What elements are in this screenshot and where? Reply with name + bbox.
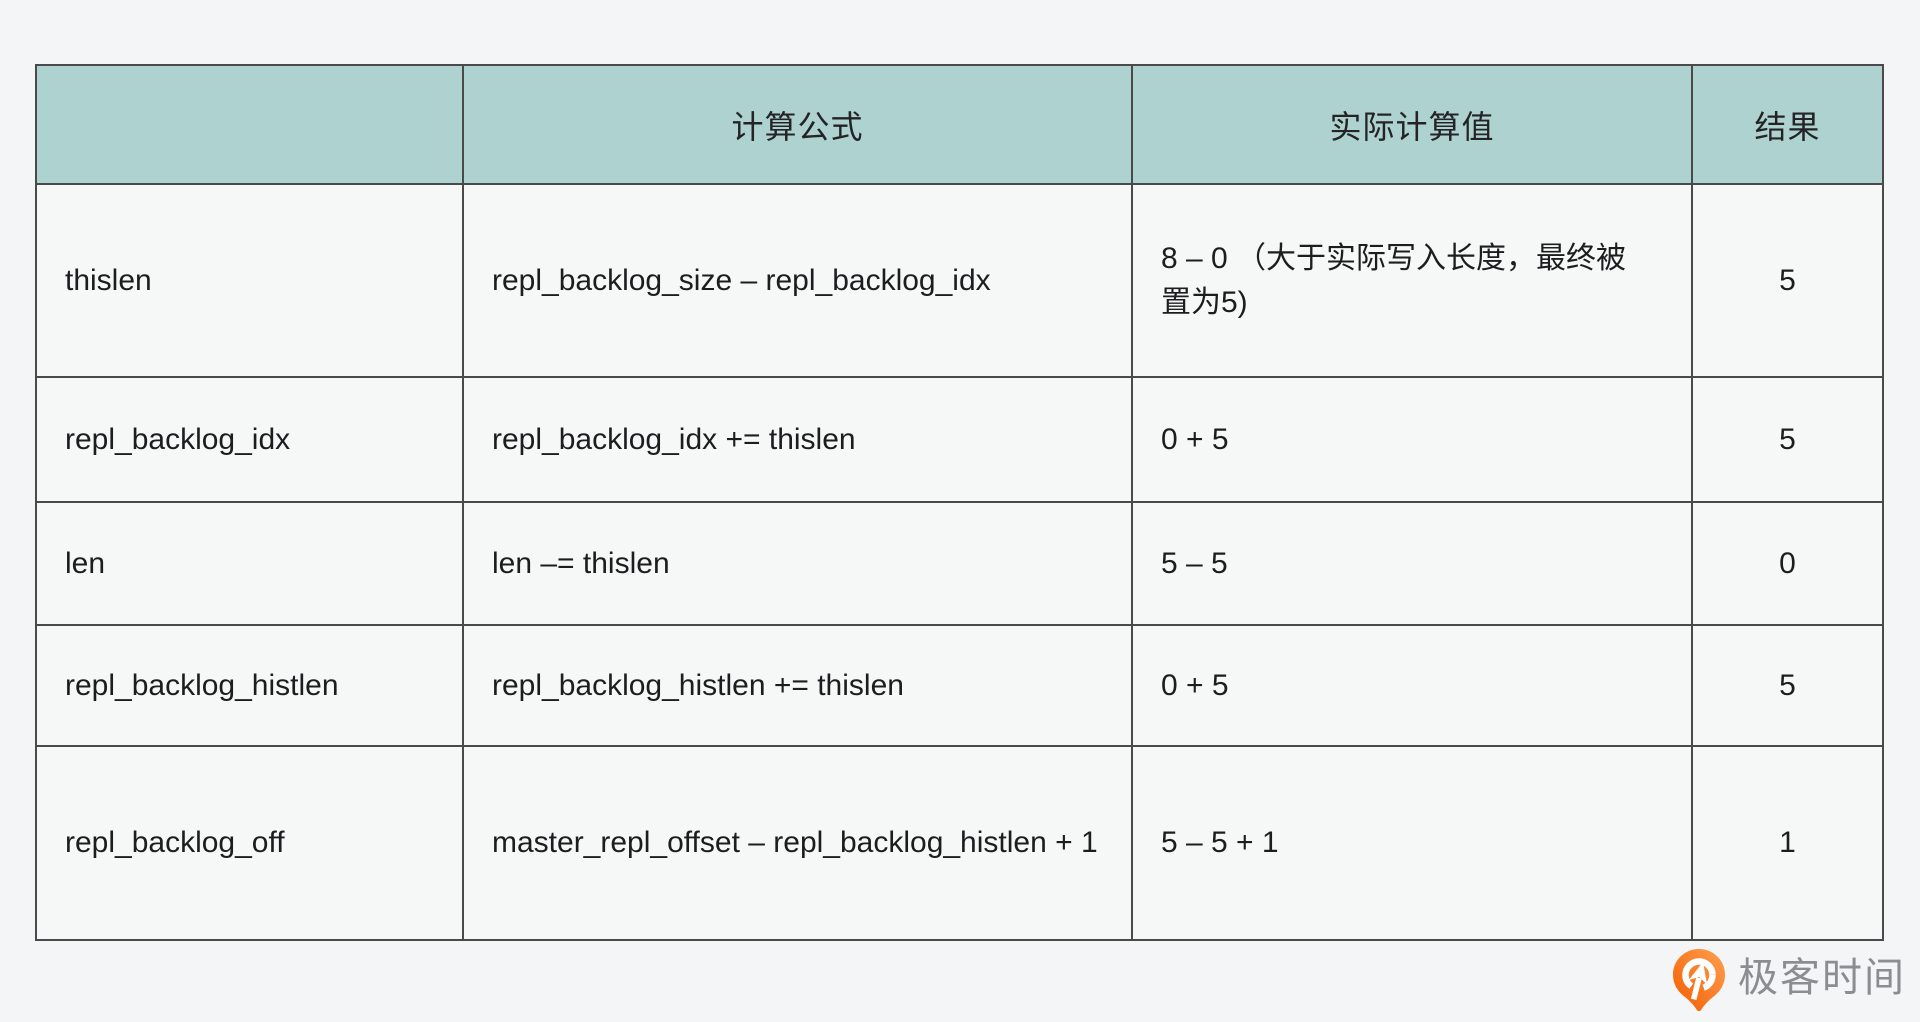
table-row: thislen repl_backlog_size – repl_backlog…: [35, 183, 1884, 378]
cell-actual-value: 5 – 5 + 1: [1131, 745, 1693, 941]
cell-actual-value: 0 + 5: [1131, 376, 1693, 503]
geektime-pin-icon: [1672, 948, 1726, 1014]
cell-formula: master_repl_offset – repl_backlog_histle…: [462, 745, 1133, 941]
cell-actual-value: 0 + 5: [1131, 624, 1693, 747]
cell-formula: len –= thislen: [462, 501, 1133, 626]
table-row: repl_backlog_histlen repl_backlog_histle…: [35, 624, 1884, 747]
cell-result: 0: [1691, 501, 1884, 626]
cell-formula: repl_backlog_idx += thislen: [462, 376, 1133, 503]
logo-ring: [1682, 958, 1716, 992]
table-row: len len –= thislen 5 – 5 0: [35, 501, 1884, 626]
header-formula: 计算公式: [462, 64, 1133, 185]
cell-formula: repl_backlog_histlen += thislen: [462, 624, 1133, 747]
cell-result: 1: [1691, 745, 1884, 941]
header-actual-value: 实际计算值: [1131, 64, 1693, 185]
cell-variable: repl_backlog_idx: [35, 376, 464, 503]
table-row: repl_backlog_idx repl_backlog_idx += thi…: [35, 376, 1884, 503]
cell-actual-value: 8 – 0 （大于实际写入长度，最终被置为5): [1131, 183, 1693, 378]
table-header-row: 计算公式 实际计算值 结果: [35, 64, 1884, 185]
cell-variable: len: [35, 501, 464, 626]
cell-formula: repl_backlog_size – repl_backlog_idx: [462, 183, 1133, 378]
cell-variable: repl_backlog_off: [35, 745, 464, 941]
cell-result: 5: [1691, 183, 1884, 378]
calculation-table: 计算公式 实际计算值 结果 thislen repl_backlog_size …: [35, 64, 1884, 941]
header-result: 结果: [1691, 64, 1884, 185]
geektime-logo: 极客时间: [1672, 948, 1906, 1014]
logo-arrow: [1688, 961, 1708, 1001]
cell-variable: thislen: [35, 183, 464, 378]
cell-actual-value: 5 – 5: [1131, 501, 1693, 626]
table-row: repl_backlog_off master_repl_offset – re…: [35, 745, 1884, 941]
cell-variable: repl_backlog_histlen: [35, 624, 464, 747]
cell-result: 5: [1691, 624, 1884, 747]
header-variable: [35, 64, 464, 185]
geektime-logo-text: 极客时间: [1738, 956, 1906, 1000]
cell-result: 5: [1691, 376, 1884, 503]
